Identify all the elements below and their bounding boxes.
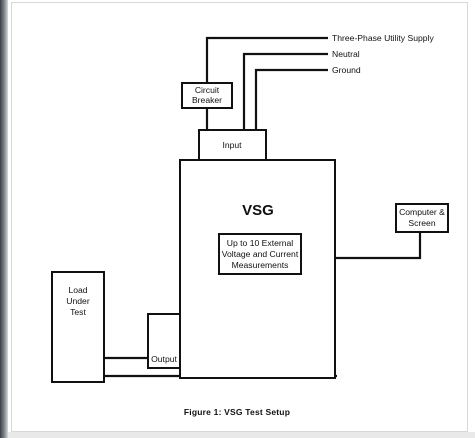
- ground-wire: [254, 68, 328, 130]
- load-label-line2: Under: [66, 296, 90, 306]
- computer-label-line1: Computer &: [399, 207, 445, 217]
- measurements-label-line1: Up to 10 External: [227, 238, 293, 248]
- circuit-breaker-label-line2: Breaker: [192, 95, 222, 105]
- load-under-test-box: [51, 271, 105, 383]
- circuit-breaker-box: [181, 82, 233, 109]
- measurements-label-line2: Voltage and Current: [222, 249, 299, 259]
- three-phase-wire: [205, 36, 328, 83]
- load-label-line3: Test: [70, 307, 86, 317]
- bottom-rule: [8, 432, 475, 438]
- figure-frame: [11, 2, 468, 432]
- input-box: [198, 129, 267, 161]
- neutral-label: Neutral: [332, 49, 360, 59]
- input-label: Input: [222, 140, 242, 150]
- output-box: [147, 313, 181, 369]
- neutral-wire: [242, 52, 328, 130]
- measurements-box: [218, 233, 302, 275]
- vsg-to-computer-wire: [335, 232, 422, 260]
- ground-label: Ground: [332, 65, 361, 75]
- left-edge-strip: [0, 0, 8, 438]
- load-label-line1: Load: [68, 285, 87, 295]
- computer-box: [395, 203, 449, 233]
- computer-label-line2: Screen: [408, 218, 435, 228]
- output-label: Output: [151, 354, 177, 364]
- three-phase-label: Three-Phase Utility Supply: [332, 33, 434, 43]
- circuit-breaker-label-line1: Circuit: [195, 85, 220, 95]
- figure-caption: Figure 1: VSG Test Setup: [184, 407, 290, 417]
- vsg-title: VSG: [242, 202, 274, 219]
- measurements-label-line3: Measurements: [232, 260, 289, 270]
